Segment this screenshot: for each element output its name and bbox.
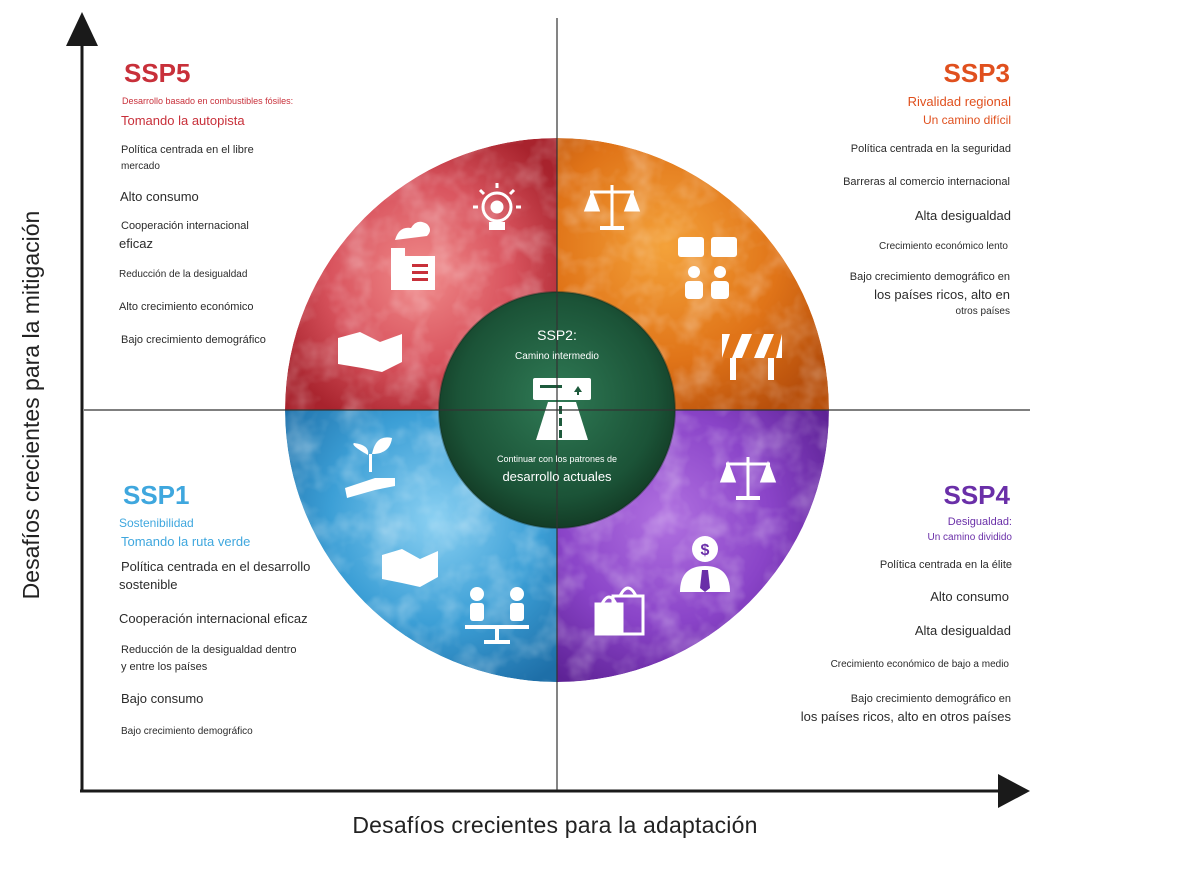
ssp5-block: SSP5 Desarrollo basado en combustibles f… — [119, 58, 359, 349]
lightbulb-gear-icon — [473, 183, 521, 230]
ssp2-header: SSP2: Camino intermedio — [467, 326, 647, 363]
ssp5-item-1: Política centrada en el libre — [121, 144, 254, 156]
x-axis-label: Desafíos crecientes para la adaptación — [352, 812, 758, 838]
ssp1-subtitle: Sostenibilidad — [119, 516, 194, 530]
handshake-icon — [382, 549, 438, 587]
ssp4-item-2: Alto consumo — [930, 589, 1009, 604]
ssp3-item-5c: otros países — [955, 306, 1010, 317]
shopping-bags-icon — [594, 586, 645, 636]
voting-people-icon — [678, 237, 737, 299]
ssp3-item-3: Alta desigualdad — [914, 208, 1011, 223]
ssp5-item-3: Cooperación internacional — [121, 220, 249, 232]
factory-icon — [391, 221, 435, 290]
ssp4-item-1: Política centrada en la élite — [879, 559, 1012, 571]
scales-icon — [719, 457, 777, 500]
ssp5-item-2: Alto consumo — [120, 189, 199, 204]
ssp2-text-1: Continuar con los patrones de — [496, 454, 618, 464]
ssp4-item-4: Crecimiento económico de bajo a medio — [830, 659, 1009, 670]
ssp1-code: SSP1 — [123, 480, 190, 510]
ssp5-subtitle-small: Desarrollo basado en combustibles fósile… — [122, 96, 294, 106]
ssp3-item-5b: los países ricos, alto en — [874, 287, 1010, 302]
ssp4-item-5b: los países ricos, alto en otros países — [800, 709, 1011, 724]
ssp1-item-5: Bajo crecimiento demográfico — [121, 726, 253, 737]
ssp3-item-2: Barreras al comercio internacional — [843, 176, 1010, 188]
ssp3-block: SSP3 Rivalidad regional Un camino difíci… — [770, 58, 1012, 320]
ssp4-subtitle-2: Un camino dividido — [927, 532, 1013, 543]
ssp1-item-3: Reducción de la desigualdad dentro — [121, 644, 297, 656]
ssp1-item-1: Política centrada en el desarrollo — [121, 559, 311, 574]
ssp4-item-3: Alta desigualdad — [914, 623, 1011, 638]
businessman-dollar-icon: $ — [680, 536, 730, 592]
ssp5-subtitle: Tomando la autopista — [121, 113, 245, 128]
ssp5-item-6: Bajo crecimiento demográfico — [121, 334, 266, 346]
ssp5-item-5: Alto crecimiento económico — [119, 301, 254, 313]
ssp2-subtitle: Camino intermedio — [515, 351, 599, 362]
x-axis-arrow-icon — [998, 774, 1030, 808]
ssp3-item-5: Bajo crecimiento demográfico en — [849, 271, 1010, 283]
ssp1-block: SSP1 Sostenibilidad Tomando la ruta verd… — [119, 480, 379, 740]
ssp3-item-4: Crecimiento económico lento — [879, 241, 1008, 252]
ssp3-item-1: Política centrada en la seguridad — [850, 143, 1011, 155]
road-sign-icon — [533, 378, 591, 440]
ssp1-item-1b: sostenible — [119, 577, 178, 592]
ssp3-subtitle: Rivalidad regional — [907, 94, 1011, 109]
equality-scale-people-icon — [465, 587, 529, 644]
y-axis-label: Desafíos crecientes para la mitigación — [18, 210, 44, 600]
ssp1-item-4: Bajo consumo — [121, 691, 204, 706]
ssp4-subtitle: Desigualdad: — [947, 516, 1012, 528]
svg-text:$: $ — [701, 542, 710, 559]
ssp5-item-1b: mercado — [121, 161, 160, 172]
ssp1-item-2: Cooperación internacional eficaz — [119, 611, 308, 626]
plant-in-hand-icon — [345, 437, 395, 498]
ssp4-code: SSP4 — [943, 480, 1011, 510]
ssp4-item-5: Bajo crecimiento demográfico en — [850, 693, 1011, 705]
ssp2-description: Continuar con los patrones de desarrollo… — [457, 453, 657, 485]
ssp3-code: SSP3 — [943, 58, 1011, 88]
scales-icon — [583, 185, 641, 230]
ssp5-item-4: Reducción de la desigualdad — [119, 269, 248, 280]
ssp5-item-3b: eficaz — [119, 236, 153, 251]
ssp3-subtitle-2: Un camino difícil — [922, 113, 1011, 127]
ssp2-code: SSP2: — [537, 327, 577, 343]
ssp1-subtitle-2: Tomando la ruta verde — [121, 534, 251, 549]
handshake-icon — [338, 332, 402, 372]
ssp4-block: SSP4 Desigualdad: Un camino dividido Pol… — [760, 480, 1012, 726]
ssp5-code: SSP5 — [124, 58, 191, 88]
ssp1-item-3b: y entre los países — [121, 661, 208, 673]
y-axis-arrow-icon — [66, 12, 98, 46]
roadblock-icon — [722, 334, 782, 380]
ssp2-text-2: desarrollo actuales — [502, 469, 612, 484]
